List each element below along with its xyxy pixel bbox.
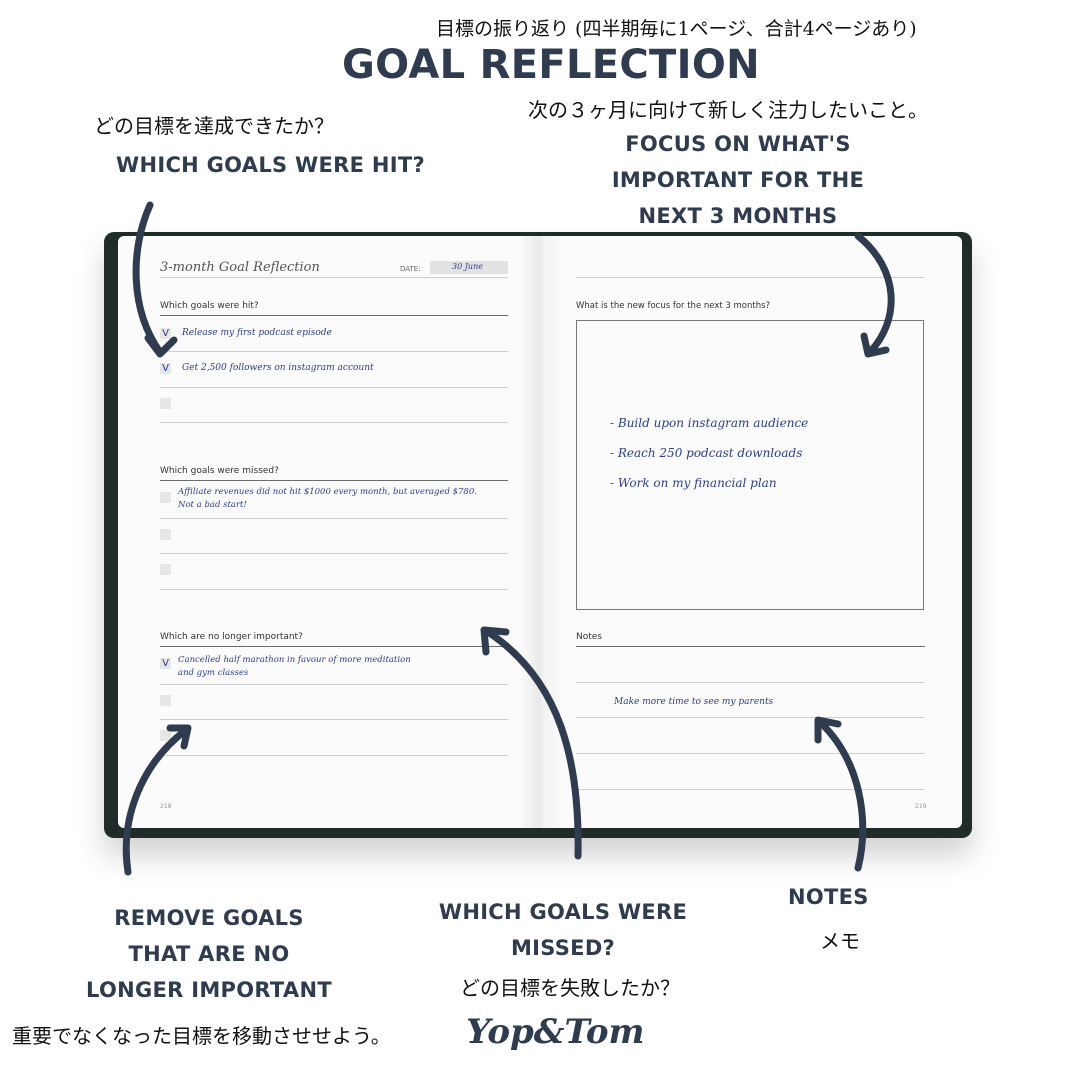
arrow-remove bbox=[122, 724, 192, 876]
focus-item-2: - Reach 250 podcast downloads bbox=[610, 446, 803, 460]
callout-missed-en-2: MISSED? bbox=[510, 936, 616, 960]
title-rule bbox=[160, 277, 508, 278]
notes-rule-3 bbox=[576, 753, 925, 754]
date-label: DATE: bbox=[400, 265, 421, 273]
callout-focus-en-2: IMPORTANT FOR THE bbox=[611, 168, 865, 192]
callout-focus-jp: 次の３ヶ月に向けて新しく注力したいこと。 bbox=[528, 98, 928, 122]
missed-checkbox-3[interactable] bbox=[160, 564, 171, 575]
missed-checkbox-2[interactable] bbox=[160, 529, 171, 540]
missed-heading: Which goals were missed? bbox=[160, 466, 279, 476]
nolonger-checkbox-1[interactable]: V bbox=[160, 658, 171, 669]
hit-heading: Which goals were hit? bbox=[160, 301, 259, 311]
arrow-missed bbox=[480, 626, 582, 860]
date-value: 30 June bbox=[452, 262, 483, 271]
arrow-notes bbox=[814, 716, 867, 872]
notes-rule-1 bbox=[576, 682, 925, 683]
hit-row-rule-2 bbox=[160, 387, 508, 388]
notebook-right-page bbox=[542, 236, 962, 828]
nolonger-checkbox-2[interactable] bbox=[160, 695, 171, 706]
callout-notes-en: NOTES bbox=[788, 885, 869, 909]
focus-item-1: - Build upon instagram audience bbox=[610, 416, 809, 430]
callout-focus-en-3: NEXT 3 MONTHS bbox=[638, 204, 838, 228]
hit-row-rule-1 bbox=[160, 351, 508, 352]
hit-item-1: Release my first podcast episode bbox=[182, 328, 332, 338]
callout-hit-en: WHICH GOALS WERE HIT? bbox=[116, 153, 425, 177]
arrow-focus bbox=[854, 232, 895, 358]
brand-logo: Yop&Tom bbox=[466, 1012, 645, 1052]
nolonger-checkbox-3[interactable] bbox=[160, 730, 171, 741]
nolonger-row-rule-1 bbox=[160, 684, 508, 685]
left-page-title: 3-month Goal Reflection bbox=[160, 260, 320, 275]
missed-heading-rule bbox=[160, 480, 508, 481]
callout-remove-en-1: REMOVE GOALS bbox=[114, 906, 304, 930]
notes-rule-4 bbox=[576, 789, 925, 790]
hit-heading-rule bbox=[160, 315, 508, 316]
focus-box[interactable] bbox=[576, 320, 924, 610]
missed-row-rule-2 bbox=[160, 553, 508, 554]
hit-row-rule-3 bbox=[160, 422, 508, 423]
arrow-hit bbox=[132, 201, 178, 358]
notes-rule-2 bbox=[576, 717, 925, 718]
callout-hit-jp: どの目標を達成できたか？ bbox=[94, 114, 334, 138]
hit-checkbox-2[interactable]: V bbox=[160, 363, 171, 374]
callout-remove-en-3: LONGER IMPORTANT bbox=[86, 978, 332, 1002]
hit-checkbox-1[interactable]: V bbox=[160, 328, 171, 339]
nolonger-heading: Which are no longer important? bbox=[160, 632, 303, 642]
focus-heading: What is the new focus for the next 3 mon… bbox=[576, 301, 771, 311]
focus-item-3: - Work on my financial plan bbox=[610, 476, 777, 490]
jp-page-title: 目標の振り返り (四半期毎に1ページ、合計4ページあり) bbox=[436, 18, 917, 40]
notes-heading-rule bbox=[576, 646, 925, 647]
notes-heading: Notes bbox=[576, 632, 602, 642]
nolonger-heading-rule bbox=[160, 646, 508, 647]
date-field: 30 June bbox=[430, 261, 508, 274]
nolonger-item-1-line-1: Cancelled half marathon in favour of mor… bbox=[178, 655, 411, 665]
nolonger-item-1-line-2: and gym classes bbox=[178, 668, 249, 678]
notebook-spine bbox=[520, 236, 564, 828]
callout-focus-en-1: FOCUS ON WHAT'S bbox=[625, 132, 851, 156]
callout-notes-jp: メモ bbox=[820, 929, 860, 953]
missed-row-rule-3 bbox=[160, 589, 508, 590]
callout-missed-en-1: WHICH GOALS WERE bbox=[438, 900, 688, 924]
hit-item-2: Get 2,500 followers on instagram account bbox=[182, 363, 374, 373]
right-page-number: 219 bbox=[915, 803, 927, 810]
callout-remove-jp: 重要でなくなった目標を移動させせよう。 bbox=[12, 1024, 391, 1048]
page-title: GOAL REFLECTION bbox=[342, 42, 760, 88]
left-page-number: 218 bbox=[160, 803, 172, 810]
right-top-rule bbox=[576, 277, 925, 278]
missed-item-1-line-1: Affiliate revenues did not hit $1000 eve… bbox=[178, 487, 477, 497]
hit-checkbox-3[interactable] bbox=[160, 398, 171, 409]
callout-remove-en-2: THAT ARE NO bbox=[128, 942, 290, 966]
missed-row-rule-1 bbox=[160, 518, 508, 519]
callout-missed-jp: どの目標を失敗したか？ bbox=[460, 976, 680, 1000]
notes-item-1: Make more time to see my parents bbox=[614, 697, 774, 707]
nolonger-row-rule-3 bbox=[160, 755, 508, 756]
missed-item-1-line-2: Not a bad start! bbox=[178, 500, 247, 510]
missed-checkbox-1[interactable] bbox=[160, 492, 171, 503]
nolonger-row-rule-2 bbox=[160, 719, 508, 720]
